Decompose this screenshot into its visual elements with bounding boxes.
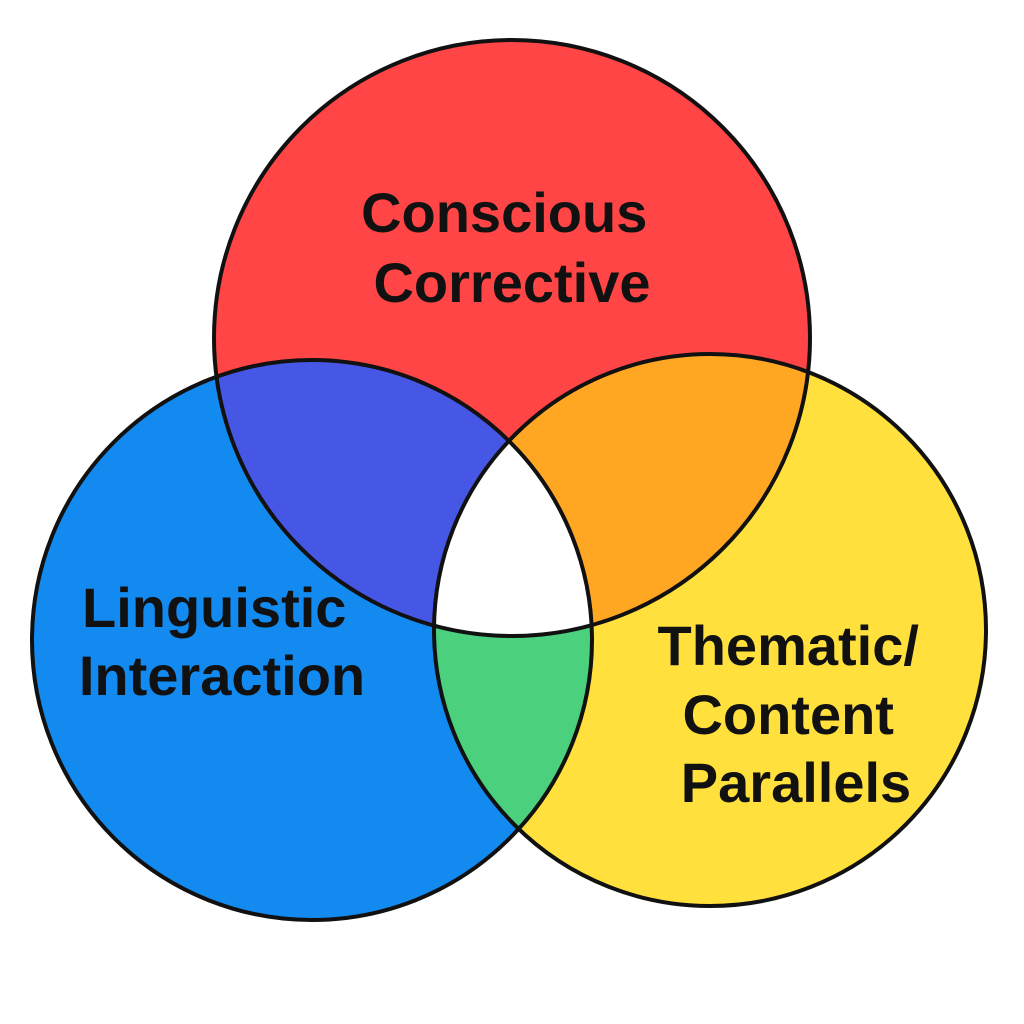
- circle-right-outline: [432, 352, 988, 908]
- label-left-line-2: Interaction: [79, 644, 365, 707]
- label-top: Conscious Corrective: [361, 181, 663, 314]
- label-top-line-1: Conscious: [361, 181, 647, 244]
- label-right: Thematic/ Content Parallels: [658, 614, 935, 814]
- label-right-line-1: Thematic/: [658, 614, 920, 677]
- label-top-line-2: Corrective: [373, 251, 650, 314]
- label-right-line-3: Parallels: [681, 751, 911, 814]
- circle-left-outline: [30, 358, 594, 922]
- overlap-top-left: [214, 360, 592, 636]
- circle-top-outline: [212, 38, 812, 638]
- label-left: Linguistic Interaction: [79, 576, 365, 707]
- label-right-line-2: Content: [682, 683, 894, 746]
- label-left-line-1: Linguistic: [82, 576, 346, 639]
